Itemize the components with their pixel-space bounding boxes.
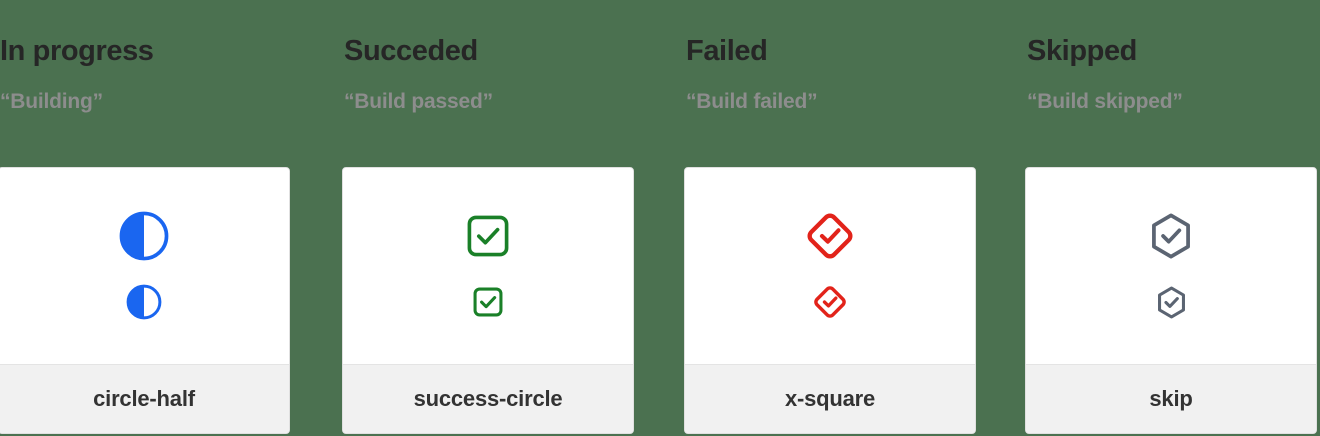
icon-card-success-circle[interactable]: success-circle [342,167,634,434]
icon-card-footer: circle-half [0,364,289,433]
column-subheading: “Building” [0,90,103,113]
column-subheading: “Build passed” [344,90,493,113]
column-heading: Succeded [344,35,478,67]
icon-name-label: success-circle [413,386,563,411]
diamond-check-icon [812,284,848,320]
status-column-in-progress: In progress “Building” [0,0,292,436]
icon-preview-large [0,209,289,263]
circle-half-icon [118,210,170,262]
success-check-square-icon [465,213,511,259]
column-heading: In progress [0,35,154,67]
status-column-skipped: Skipped “Build skipped” [1025,0,1319,436]
icon-card-body [1026,168,1316,364]
icon-card-body [0,168,289,364]
icon-preview-small [685,283,975,321]
icon-preview-small [343,283,633,321]
icon-preview-small [0,283,289,321]
icon-preview-large [1026,209,1316,263]
status-column-failed: Failed “Build failed” [684,0,978,436]
icon-card-footer: x-square [685,364,975,433]
hexagon-check-icon [1146,211,1196,261]
diamond-check-icon [804,210,856,262]
icon-card-skip[interactable]: skip [1025,167,1317,434]
icon-name-label: x-square [784,386,876,411]
icon-preview-large [343,209,633,263]
icon-card-body [343,168,633,364]
column-subheading: “Build skipped” [1027,90,1183,113]
icon-name-label: circle-half [93,386,195,411]
icon-preview-large [685,209,975,263]
icon-card-footer: skip [1026,364,1316,433]
icon-name-label: skip [1149,386,1193,411]
success-check-square-icon [472,286,504,318]
circle-half-icon [126,284,162,320]
icon-card-footer: success-circle [343,364,633,433]
column-subheading: “Build failed” [686,90,818,113]
status-column-succeded: Succeded “Build passed” [342,0,636,436]
column-heading: Failed [686,35,768,67]
icon-card-circle-half[interactable]: circle-half [0,167,290,434]
icon-card-body [685,168,975,364]
hexagon-check-icon [1154,285,1189,320]
icon-preview-small [1026,283,1316,321]
column-heading: Skipped [1027,35,1137,67]
icon-card-x-square[interactable]: x-square [684,167,976,434]
